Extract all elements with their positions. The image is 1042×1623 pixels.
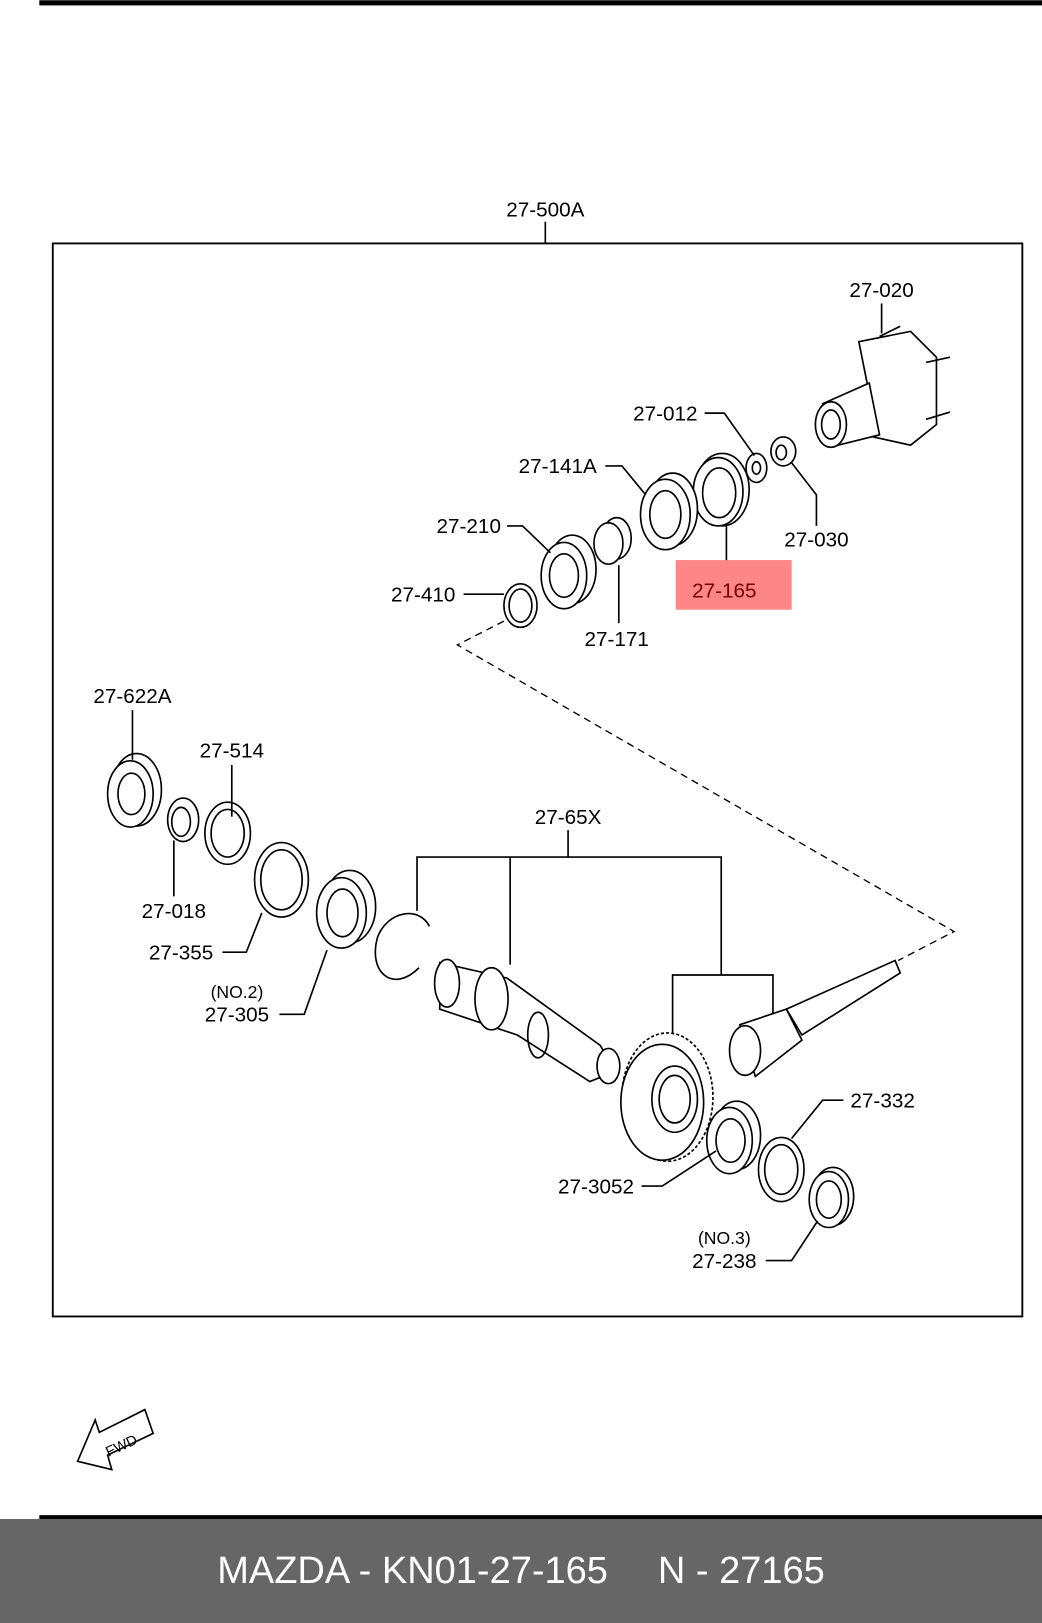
- snap-ring-part[interactable]: [374, 912, 431, 980]
- label-27-65x[interactable]: 27-65X: [535, 806, 602, 829]
- label-27-332[interactable]: 27-332: [850, 1089, 914, 1112]
- shim-332-part[interactable]: [757, 1136, 805, 1203]
- label-27-012[interactable]: 27-012: [633, 402, 697, 425]
- label-27-3052[interactable]: 27-3052: [558, 1175, 634, 1198]
- oil-seal-part[interactable]: [692, 452, 750, 527]
- pinion-shaft-part[interactable]: [728, 959, 902, 1078]
- label-27-500a[interactable]: 27-500A: [506, 199, 584, 222]
- differential-shaft-part[interactable]: [433, 958, 621, 1085]
- ring-018-part[interactable]: [166, 797, 200, 843]
- label-27-622a[interactable]: 27-622A: [93, 685, 171, 708]
- label-27-514[interactable]: 27-514: [200, 740, 264, 763]
- label-27-238[interactable]: 27-238: [692, 1250, 756, 1273]
- hub-flange-part[interactable]: [814, 325, 951, 449]
- assembly-frame: [51, 242, 1024, 1318]
- label-27-305-note: (NO.2): [211, 982, 264, 1002]
- nut-part[interactable]: [770, 436, 797, 467]
- catalog-number: N - 27165: [657, 1549, 825, 1592]
- shim-410-part[interactable]: [503, 583, 538, 629]
- part-number: MAZDA - KN01-27-165: [217, 1549, 608, 1592]
- seal-622a-part[interactable]: [106, 752, 163, 828]
- label-27-238-note: (NO.3): [698, 1228, 751, 1248]
- footer-bar: MAZDA - KN01-27-165 N - 27165: [0, 1519, 1042, 1623]
- shim-514-part[interactable]: [204, 801, 252, 866]
- label-27-165[interactable]: 27-165: [692, 579, 756, 602]
- forward-direction-arrow-icon: FWD: [76, 1408, 155, 1471]
- label-27-410[interactable]: 27-410: [391, 583, 455, 606]
- collar-part[interactable]: [593, 516, 633, 566]
- washer-part[interactable]: [745, 452, 768, 484]
- shim-355-part[interactable]: [253, 841, 310, 918]
- bearing-210-part[interactable]: [540, 534, 597, 610]
- bottom-border: [39, 1515, 1042, 1521]
- label-27-171[interactable]: 27-171: [585, 628, 649, 651]
- label-27-141a[interactable]: 27-141A: [519, 455, 597, 478]
- label-27-210[interactable]: 27-210: [437, 515, 501, 538]
- label-27-305[interactable]: 27-305: [205, 1004, 269, 1027]
- top-border: [39, 0, 1042, 6]
- bearing-305-part[interactable]: [315, 869, 377, 949]
- bearing-238-part[interactable]: [808, 1166, 855, 1229]
- bearing-141a-part[interactable]: [639, 472, 699, 551]
- assembly-axis-dashed: [455, 620, 956, 962]
- highlight-box: [675, 560, 792, 610]
- label-27-018[interactable]: 27-018: [142, 900, 206, 923]
- bearing-3052-part[interactable]: [705, 1100, 762, 1175]
- label-27-355[interactable]: 27-355: [149, 941, 213, 964]
- label-27-020[interactable]: 27-020: [849, 279, 913, 302]
- ring-gear-part[interactable]: [620, 1032, 714, 1163]
- label-27-030[interactable]: 27-030: [784, 529, 848, 552]
